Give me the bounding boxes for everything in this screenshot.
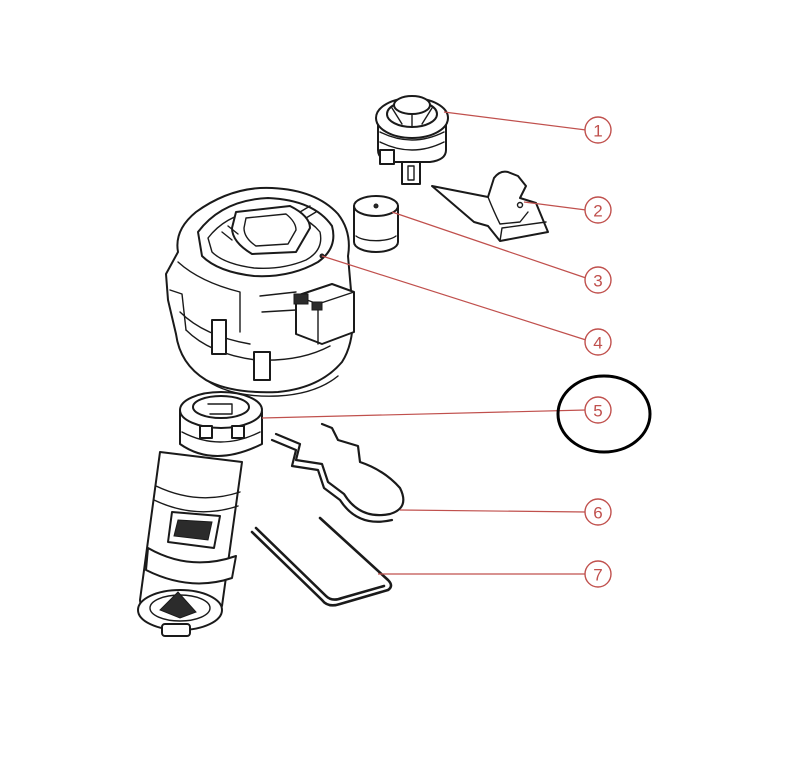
callout-circle-1 [584, 116, 612, 144]
wire-spring-clip-icon [270, 422, 405, 523]
callout-group-2: 2 [523, 196, 612, 224]
highlight-ring [556, 374, 652, 454]
cap-icon [353, 195, 399, 253]
callout-group-3: 3 [391, 211, 612, 294]
callout-group-4: 4 [321, 255, 612, 356]
callout-number-6: 6 [593, 504, 602, 523]
callout-circle-5 [584, 396, 612, 424]
callout-circle-7 [584, 560, 612, 588]
callout-number-5: 5 [593, 402, 602, 421]
leader-line-5 [261, 409, 587, 419]
callout-group-1: 1 [443, 111, 612, 144]
callout-group-5: 5 [261, 374, 652, 454]
u-pin-clip-icon [250, 516, 393, 607]
callout-number-4: 4 [593, 334, 602, 353]
callout-number-2: 2 [593, 202, 602, 221]
callout-circle-4 [584, 328, 612, 356]
retaining-clip-icon [431, 170, 549, 242]
callout-number-1: 1 [593, 122, 602, 141]
leader-line-2 [523, 201, 587, 211]
callout-number-7: 7 [593, 566, 602, 585]
leader-line-3 [391, 211, 587, 279]
actuator-motor-head-icon [165, 186, 355, 397]
automatic-air-vent-icon [375, 95, 449, 185]
callout-group-7: 7 [378, 560, 612, 588]
leader-line-4 [321, 255, 587, 341]
callout-group-6: 6 [399, 498, 612, 526]
callout-circle-3 [584, 266, 612, 294]
callout-circle-6 [584, 498, 612, 526]
diverter-valve-cartridge-icon [137, 391, 263, 637]
leader-line-6 [399, 509, 587, 513]
callout-number-3: 3 [593, 272, 602, 291]
leader-line-1 [443, 111, 587, 131]
callout-circle-2 [584, 196, 612, 224]
